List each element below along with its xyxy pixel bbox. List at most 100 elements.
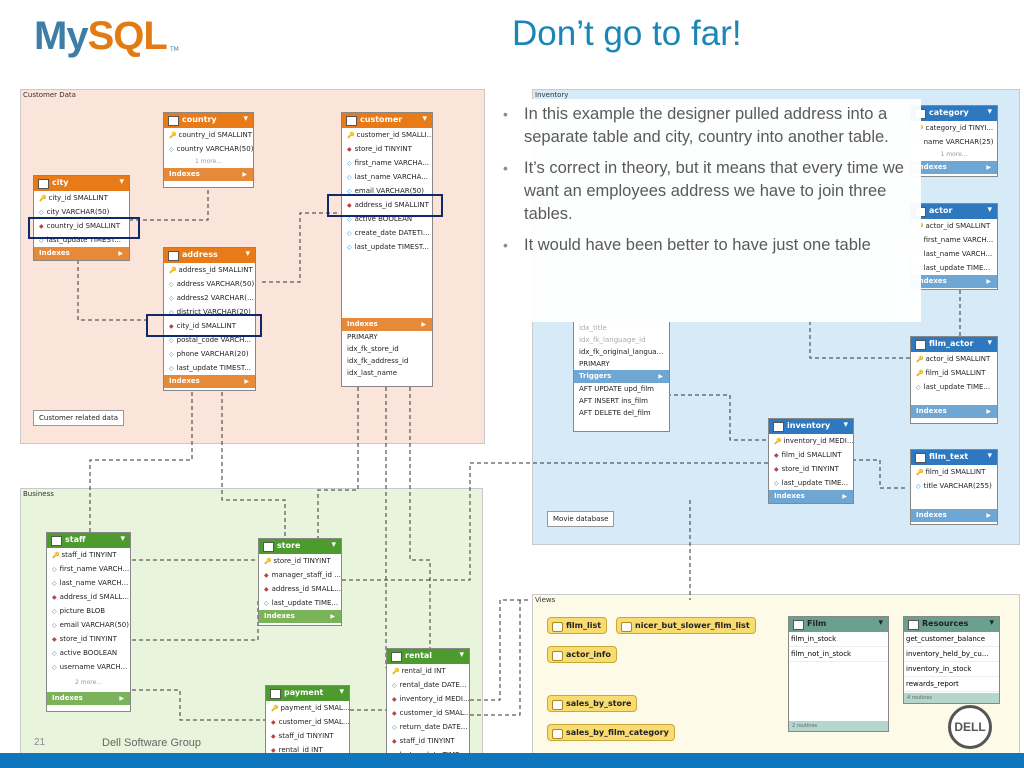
table-staff[interactable]: staff staff_id TINYINT first_name VARCH.… [46,532,131,712]
footer-bar [0,753,1024,768]
table-header: country [164,113,253,128]
column-row: store_id TINYINT [342,142,432,156]
indexes-section[interactable]: Indexes [259,610,341,623]
slide-title: Don’t go to far! [512,14,742,53]
table-actor[interactable]: actor actor_id SMALLINT first_name VARCH… [910,203,998,290]
indexes-section[interactable]: Indexes [911,275,997,288]
highlight-customer-address-id [327,194,443,217]
indexes-section[interactable]: Indexes [164,375,255,388]
routine-count: 4 routines [904,693,999,703]
rel-address-customer [262,212,340,283]
table-header: category [911,106,997,121]
column-row: film_id SMALLINT [911,366,997,380]
index-row: idx_title [579,324,607,332]
routine-item[interactable]: get_customer_balance [904,632,999,647]
column-row: last_update TIME... [259,596,341,610]
column-row: email VARCHAR(50) [342,184,432,198]
routine-item[interactable]: film_in_stock [789,632,888,647]
rel-store-inventory [342,462,768,581]
index-row: idx_last_name [347,369,398,377]
table-customer[interactable]: customer customer_id SMALLI... store_id … [341,112,433,387]
indexes-section[interactable]: Indexes [164,168,253,181]
table-address[interactable]: address address_id SMALLINT address VARC… [163,247,256,391]
indexes-section[interactable]: Indexes [769,490,853,503]
routine-group-resources[interactable]: Resources get_customer_balance inventory… [903,616,1000,704]
column-row: last_name VARCH... [911,247,997,261]
indexes-section[interactable]: Indexes [34,247,129,260]
routine-item[interactable]: inventory_in_stock [904,662,999,677]
view-actor-info[interactable]: actor_info [547,646,617,663]
table-film-partial[interactable]: idx_title idx_fk_language_id idx_fk_orig… [573,322,670,432]
rel-customer-payment [409,387,431,648]
column-row: inventory_id MEDI... [387,692,469,706]
indexes-section[interactable]: Indexes [47,692,130,705]
table-payment[interactable]: payment payment_id SMAL... customer_id S… [265,685,350,755]
bullet-list: In this example the designer pulled addr… [503,99,921,322]
rel-filmactor-film [809,310,910,359]
indexes-section[interactable]: Indexes [911,509,997,522]
routine-item[interactable]: rewards_report [904,677,999,692]
routine-item[interactable]: inventory_held_by_cu... [904,647,999,662]
column-row: create_date DATETI... [342,226,432,240]
routine-group-header: Film [789,617,888,632]
routine-item[interactable]: film_not_in_stock [789,647,888,662]
indexes-section[interactable]: Indexes [911,405,997,418]
table-inventory[interactable]: inventory inventory_id MEDI... film_id S… [768,418,854,504]
column-row: film_id SMALLINT [769,448,853,462]
movie-note: Movie database [547,511,615,527]
column-row: rental_date DATE... [387,678,469,692]
indexes-section[interactable]: Indexes [342,318,432,331]
customer-note: Customer related data [33,410,124,426]
routine-group-header: Resources [904,617,999,632]
column-row: address2 VARCHAR(... [164,291,255,305]
table-film-actor[interactable]: film_actor actor_id SMALLINT film_id SMA… [910,336,998,424]
bullet-item: It would have been better to have just o… [503,234,921,257]
column-row: category_id TINYI... [911,121,997,135]
table-header: city [34,176,129,191]
index-row: idx_fk_original_langua... [579,348,664,356]
trigger-row: AFT UPDATE upd_film [579,385,654,393]
column-row: last_update TIME... [769,476,853,490]
table-rental[interactable]: rental rental_id INT rental_date DATE...… [386,648,470,756]
more-columns: 2 more... [75,679,102,686]
column-row: username VARCH... [47,660,130,674]
rel-staff-payment [132,689,265,721]
column-row: phone VARCHAR(20) [164,347,255,361]
table-header: actor [911,204,997,219]
index-row: idx_fk_address_id [347,357,409,365]
index-row: PRIMARY [347,333,378,341]
highlight-city-country-id [28,217,140,239]
column-row: return_date DATE... [387,720,469,734]
table-header: film_actor [911,337,997,352]
view-sales-by-store[interactable]: sales_by_store [547,695,638,712]
column-row: customer_id SMAL... [266,715,349,729]
column-row: city VARCHAR(50) [34,205,129,219]
column-row: last_name VARCH... [47,576,130,590]
column-row: city_id SMALLINT [34,191,129,205]
table-film-text[interactable]: film_text film_id SMALLINT title VARCHAR… [910,449,998,525]
routine-group-film[interactable]: Film film_in_stock film_not_in_stock 2 r… [788,616,889,732]
column-row: district VARCHAR(20) [164,305,255,319]
bullet-item: In this example the designer pulled addr… [503,103,921,149]
table-store[interactable]: store store_id TINYINT manager_staff_id … [258,538,342,626]
table-header: staff [47,533,130,548]
rel-customer-store [317,387,359,538]
column-row: name VARCHAR(25) [911,135,997,149]
table-country[interactable]: country country_id SMALLINT country VARC… [163,112,254,188]
dell-logo: DELL [948,705,992,749]
bullet-item: It’s correct in theory, but it means tha… [503,157,921,226]
view-film-list[interactable]: film_list [547,617,608,634]
table-category[interactable]: category category_id TINYI... name VARCH… [910,105,998,177]
column-row: store_id TINYINT [259,554,341,568]
triggers-section[interactable]: Triggers [574,370,669,383]
column-row: actor_id SMALLINT [911,352,997,366]
column-row: inventory_id MEDI... [769,434,853,448]
view-sales-by-film-category[interactable]: sales_by_film_category [547,724,675,741]
column-row: country VARCHAR(50) [164,142,253,156]
column-row: manager_staff_id ... [259,568,341,582]
indexes-section[interactable]: Indexes [911,161,997,174]
index-row: idx_fk_language_id [579,336,646,344]
view-nicer-but-slower-film-list[interactable]: nicer_but_slower_film_list [616,617,756,634]
index-row: idx_fk_store_id [347,345,399,353]
